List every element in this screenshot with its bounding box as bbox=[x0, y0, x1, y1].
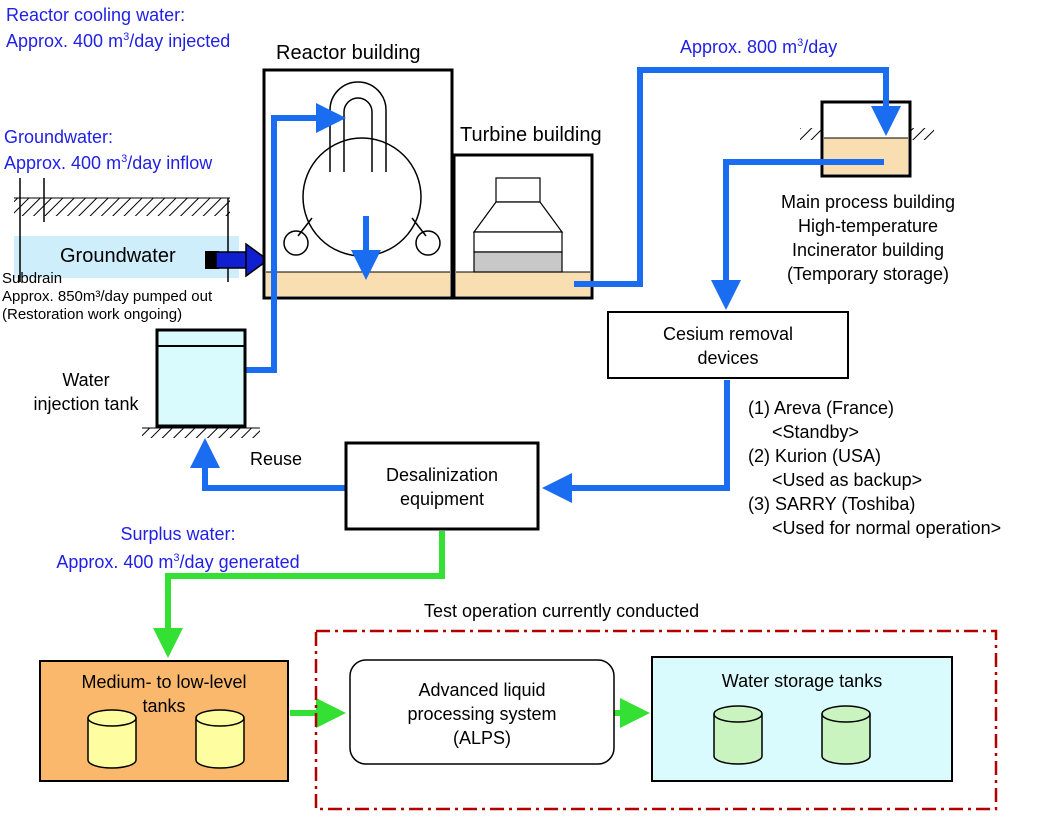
water-storage-box bbox=[651, 656, 953, 782]
medium-low-level-box bbox=[39, 660, 289, 782]
reactor-water bbox=[266, 272, 450, 296]
water-injection-tank-label: Water injection tank bbox=[33, 370, 139, 414]
desalinization-label: Desalinization equipment bbox=[385, 465, 499, 509]
cesium-device-3-name: (3) SARRY (Toshiba) bbox=[748, 494, 916, 514]
test-operation-border bbox=[314, 629, 998, 811]
water-storage-label: Water storage tanks bbox=[721, 671, 883, 691]
reactor-building-label: Reactor building bbox=[276, 42, 421, 64]
flow-main-to-cesium bbox=[711, 159, 884, 310]
cesium-device-1-name: (1) Areva (France) bbox=[748, 398, 895, 418]
alps-label: Advanced liquid processing system (ALPS) bbox=[407, 680, 557, 748]
test-operation-label: Test operation currently conducted bbox=[424, 601, 700, 621]
alps-box bbox=[349, 659, 615, 765]
groundwater-inflow-arrow bbox=[205, 242, 270, 278]
turbine-machine bbox=[472, 177, 564, 273]
reactor-cooling-label: Reactor cooling water: Approx. 400 m3/da… bbox=[6, 5, 231, 51]
turbine-building-label: Turbine building bbox=[460, 124, 602, 146]
cesium-device-1-status: <Standby> bbox=[772, 422, 860, 442]
cesium-device-2-name: (2) Kurion (USA) bbox=[748, 446, 882, 466]
ground-hatch-left bbox=[14, 197, 230, 216]
flow-desal-reuse bbox=[190, 438, 346, 491]
turbine-water bbox=[456, 272, 590, 296]
medium-low-level-label: Medium- to low-level tanks bbox=[81, 672, 247, 716]
groundwater-band-label: Groundwater bbox=[60, 245, 176, 267]
groundwater-inflow-label: Groundwater: Approx. 400 m3/day inflow bbox=[4, 127, 213, 173]
surplus-water-label: Surplus water: Approx. 400 m3/day genera… bbox=[56, 524, 300, 572]
subdrain-label: Subdrain Approx. 850m³/day pumped out (R… bbox=[2, 270, 213, 323]
main-process-water bbox=[824, 138, 908, 174]
desalinization-box bbox=[344, 441, 540, 531]
main-process-label: Main process building High-temperature I… bbox=[780, 192, 956, 284]
flow-cesium-to-desal bbox=[542, 380, 730, 503]
flow-turbine-to-main bbox=[574, 67, 901, 287]
cesium-removal-label: Cesium removal devices bbox=[662, 324, 794, 368]
reactor-building bbox=[262, 68, 454, 300]
reuse-label: Reuse bbox=[250, 449, 303, 469]
cesium-devices-list: (1) Areva (France) <Standby> (2) Kurion … bbox=[748, 396, 1001, 540]
flow-800-label: Approx. 800 m3/day bbox=[680, 37, 838, 57]
flow-reactor-cooling bbox=[222, 103, 346, 373]
cesium-device-3-status: <Used for normal operation> bbox=[772, 518, 1002, 538]
water-injection-tank bbox=[142, 328, 260, 438]
ground-hatch-right bbox=[800, 128, 934, 140]
cesium-device-2-status: <Used as backup> bbox=[772, 470, 923, 490]
cesium-removal-box bbox=[607, 311, 849, 379]
storage-tank-icons bbox=[713, 705, 871, 765]
flow-surplus bbox=[153, 531, 445, 658]
medium-low-tank-icons bbox=[87, 709, 245, 769]
groundwater-band bbox=[14, 236, 239, 278]
